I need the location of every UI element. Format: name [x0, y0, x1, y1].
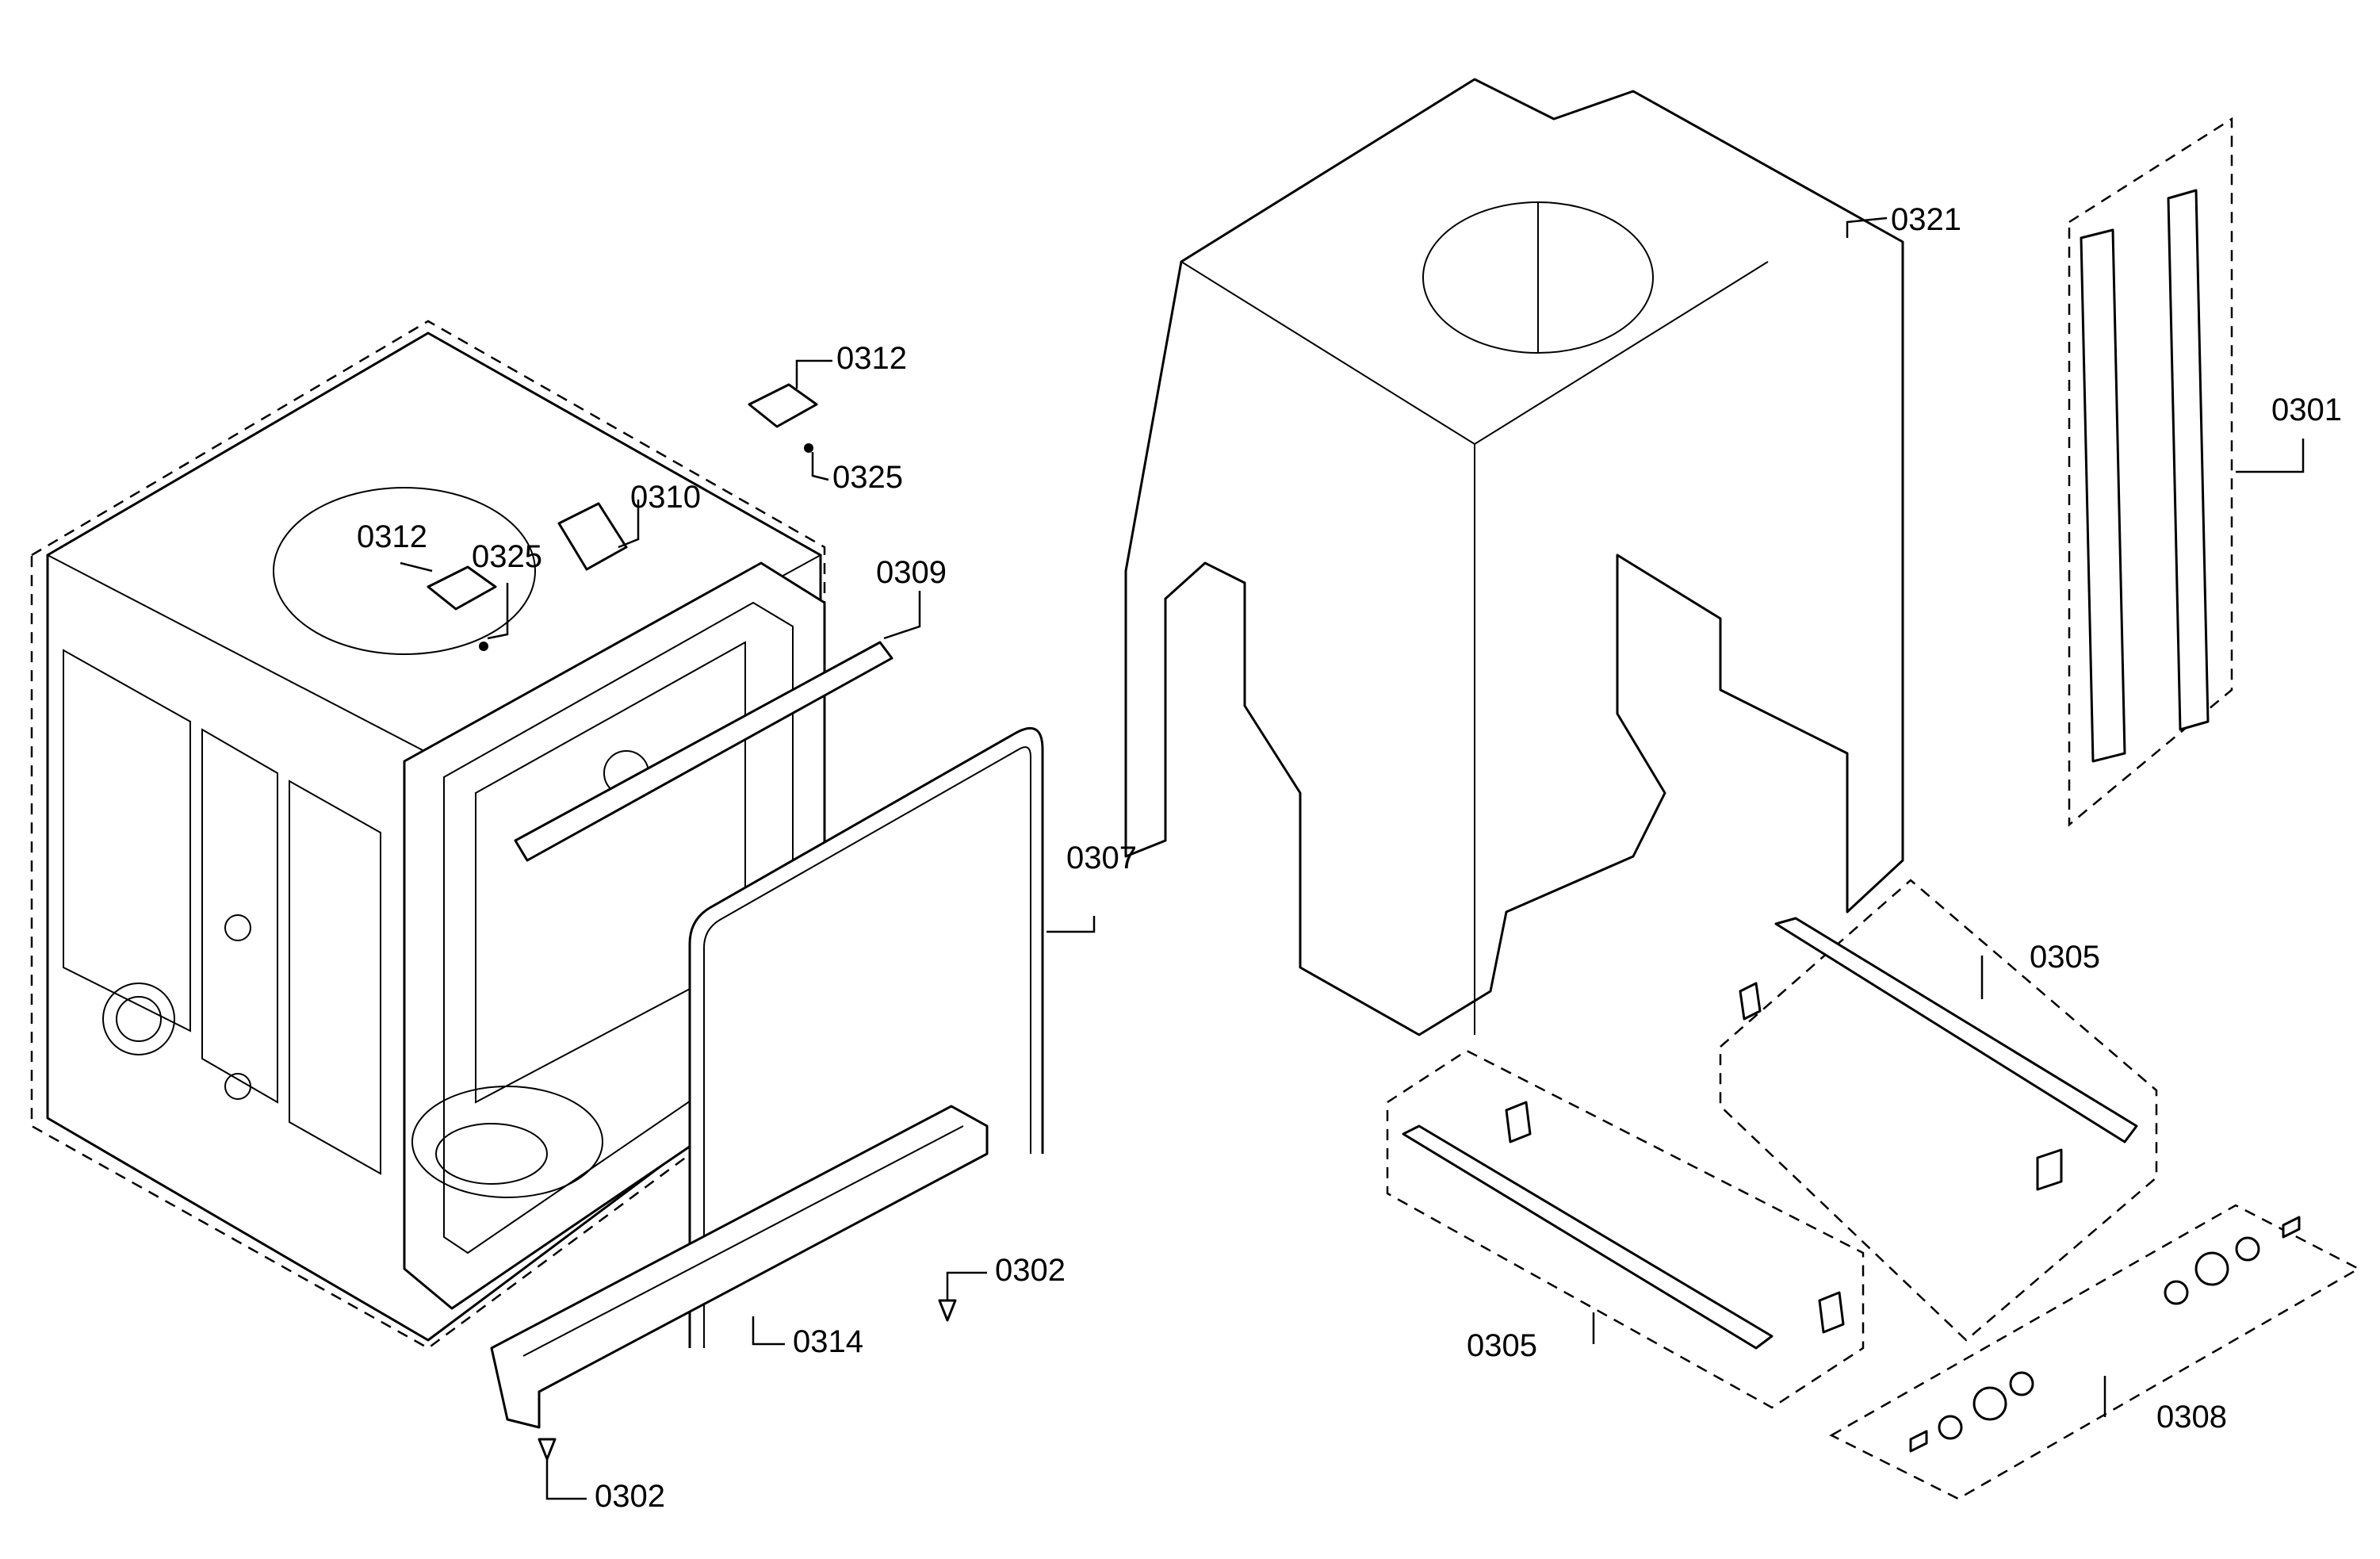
callout-0312-left: 0312: [357, 519, 427, 554]
callout-0301: 0301: [2271, 393, 2342, 427]
callout-0325-left: 0325: [472, 539, 542, 574]
callout-0305-lower: 0305: [1467, 1328, 1537, 1363]
callout-0310: 0310: [630, 480, 701, 515]
door-gasket-part: [688, 726, 1044, 1348]
callout-0305-upper: 0305: [2030, 940, 2100, 975]
callout-0314: 0314: [793, 1324, 863, 1359]
side-trim-set: [2068, 117, 2233, 827]
screw-0302-upper: [938, 1299, 957, 1322]
wheel-kit: [1829, 1204, 2361, 1500]
callout-0308: 0308: [2156, 1400, 2227, 1435]
callout-0321: 0321: [1891, 202, 1961, 237]
leader-lines: [400, 216, 2305, 1500]
screw-0302-lower: [538, 1438, 557, 1461]
upper-rail-part: [514, 641, 893, 862]
callout-0325-right: 0325: [832, 460, 903, 495]
callout-0302-lower: 0302: [595, 1479, 665, 1514]
callout-0307: 0307: [1066, 841, 1137, 875]
center-hinge-part: [557, 502, 628, 571]
bottom-bracket-part: [490, 1105, 989, 1429]
hinge-bracket-left: [427, 565, 497, 651]
callout-0302-upper: 0302: [995, 1253, 1066, 1288]
hinge-bracket-right: [748, 383, 818, 453]
rail-set-lower: [1386, 1049, 1865, 1409]
insulation-blanket-part: [1124, 78, 1904, 1036]
rail-set-upper: [1719, 879, 2158, 1342]
callout-0309: 0309: [876, 555, 947, 590]
callout-0312-right: 0312: [836, 341, 907, 376]
